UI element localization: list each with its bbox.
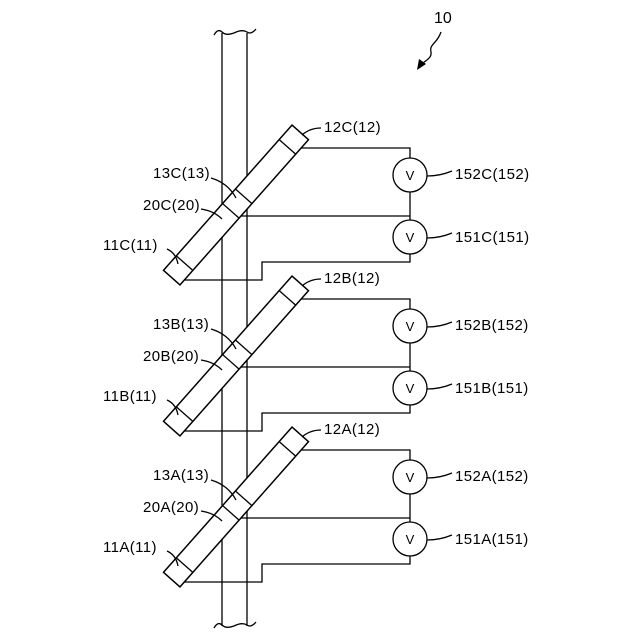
leader-meter-upper [427,171,452,176]
label-body: 20C(20) [143,197,200,214]
assembly-a: V V 12A(12) 13A(13) 20A(20) 11A(11) 152A… [103,421,529,587]
label-sensor-top: 12C(12) [324,119,381,136]
label-meter-upper: 152C(152) [455,166,529,183]
label-meter-upper: 152A(152) [455,468,529,485]
leader-sensor-top [302,128,321,135]
leader-meter-upper [427,322,452,327]
upper-wire [301,299,410,309]
lower-voltmeter-symbol: V [406,532,415,547]
upper-voltmeter-symbol: V [406,319,415,334]
label-meter-lower: 151B(151) [455,380,529,397]
label-sensor-bottom: 11A(11) [103,539,157,556]
label-sensor-mid: 13B(13) [153,316,209,333]
label-meter-lower: 151C(151) [455,229,529,246]
label-sensor-bottom: 11C(11) [103,237,158,254]
leader-meter-lower [427,535,452,540]
figure-label: 10 [434,10,452,27]
leader-sensor-top [302,279,321,286]
label-meter-lower: 151A(151) [455,531,529,548]
upper-voltmeter-symbol: V [406,168,415,183]
assembly-c: V V 12C(12) 13C(13) 20C(20) 11C(11) 152C… [103,119,529,285]
figure-arrow [422,32,441,64]
lower-wire [184,556,410,582]
leader-meter-lower [427,384,452,389]
lower-voltmeter-symbol: V [406,230,415,245]
pipe-top-break-icon [214,29,256,35]
label-meter-upper: 152B(152) [455,317,529,334]
label-sensor-mid: 13A(13) [153,467,209,484]
assembly-b: V V 12B(12) 13B(13) 20B(20) 11B(11) 152B… [103,270,529,436]
upper-wire [301,450,410,460]
leader-sensor-top [302,430,321,437]
label-sensor-top: 12A(12) [324,421,380,438]
label-sensor-top: 12B(12) [324,270,380,287]
figure-arrowhead-icon [417,59,426,70]
upper-voltmeter-symbol: V [406,470,415,485]
label-body: 20A(20) [143,499,199,516]
label-sensor-bottom: 11B(11) [103,388,157,405]
pipe-bottom-break-icon [214,622,256,628]
upper-wire [301,148,410,158]
leader-meter-upper [427,473,452,478]
leader-meter-lower [427,233,452,238]
label-sensor-mid: 13C(13) [153,165,210,182]
lower-voltmeter-symbol: V [406,381,415,396]
label-body: 20B(20) [143,348,199,365]
